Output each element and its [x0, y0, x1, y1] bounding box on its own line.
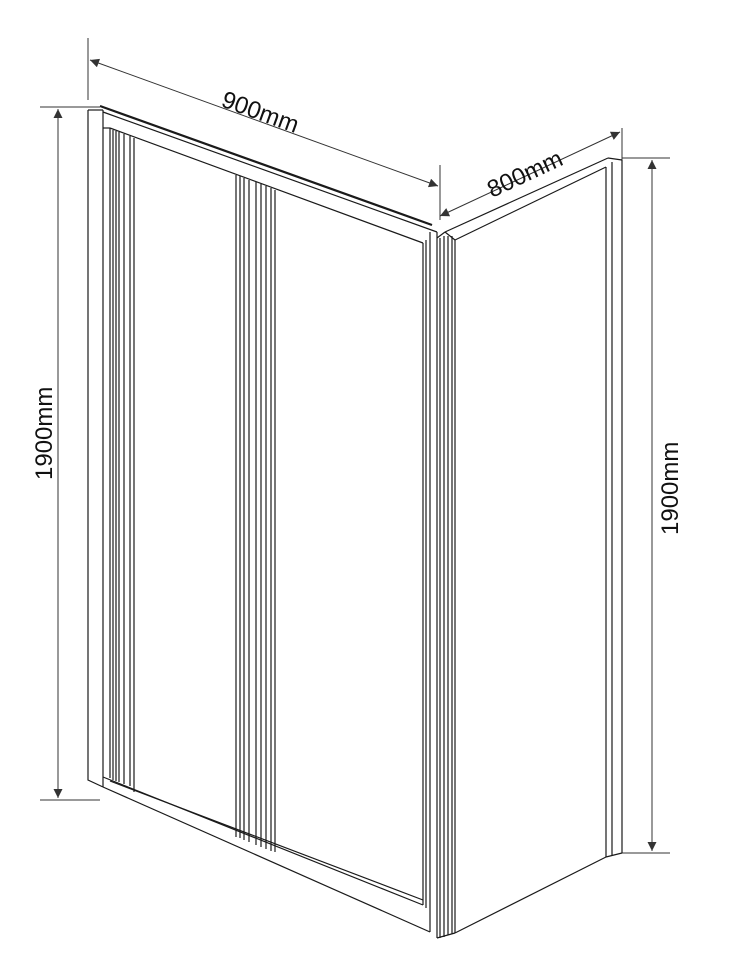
sliding-door-front [87, 104, 438, 938]
side-panel [436, 157, 623, 939]
dimension-height-right: 1900mm [622, 157, 684, 854]
depth-label: 800mm [483, 145, 567, 203]
height-left-label: 1900mm [31, 387, 58, 480]
dimension-height-left: 1900mm [31, 106, 100, 801]
height-right-label: 1900mm [657, 442, 684, 535]
dimension-width: 900mm [87, 38, 441, 220]
width-label: 900mm [218, 86, 302, 139]
